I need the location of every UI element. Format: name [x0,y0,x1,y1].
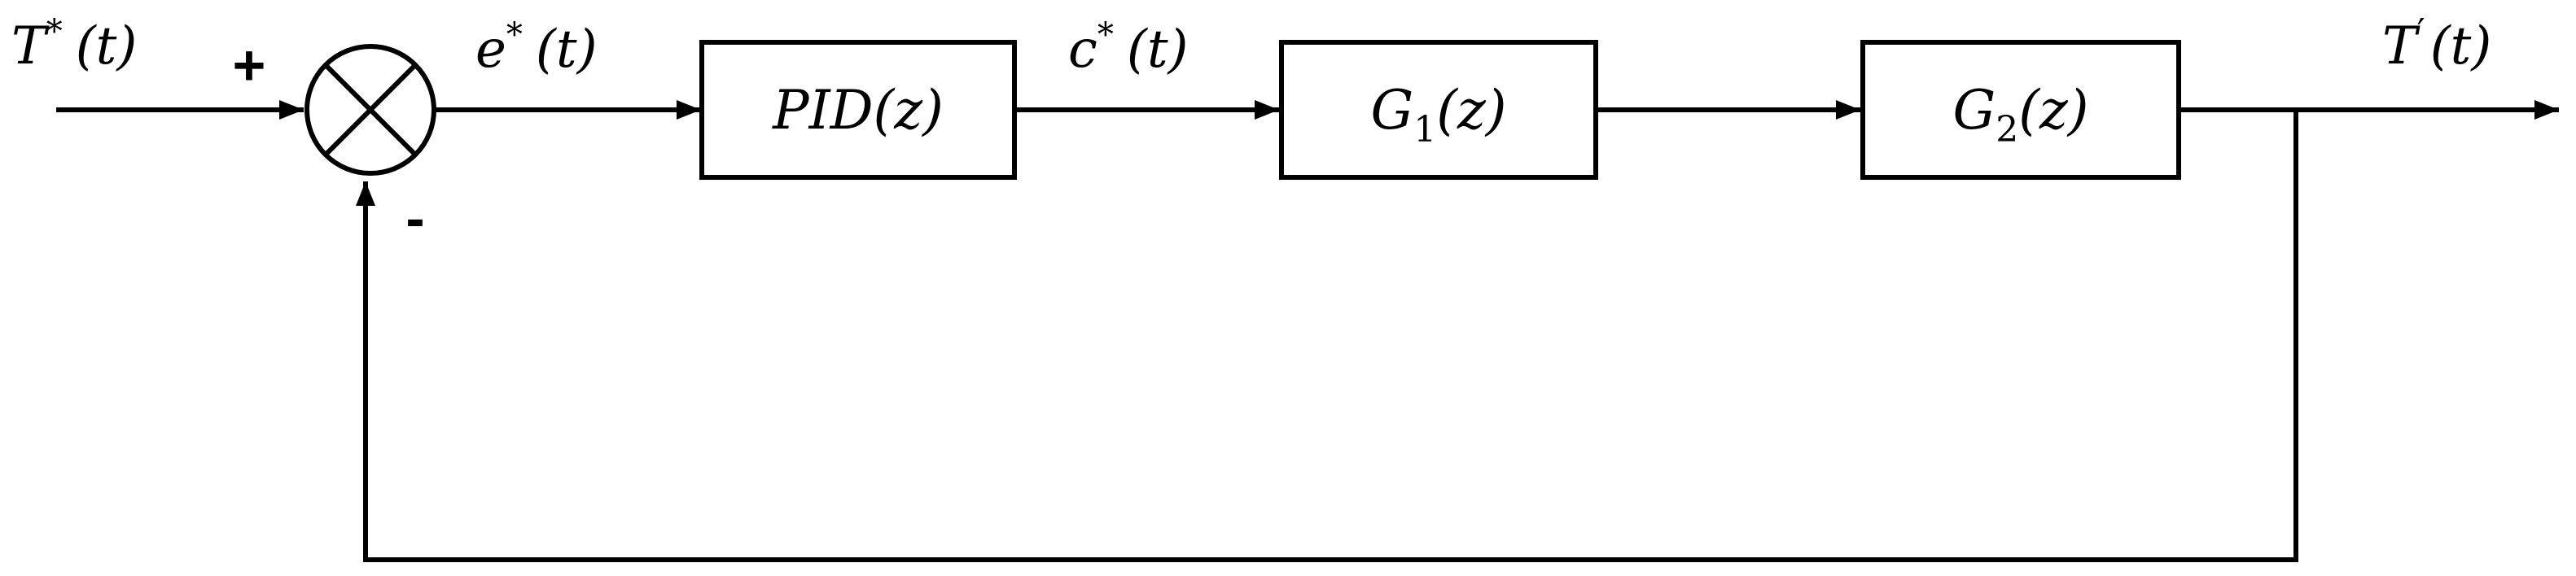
plus-sign: + [233,33,266,97]
g1-block-sub: 1 [1413,109,1436,151]
output-signal-label: T′(t) [2382,11,2491,76]
g1-block-box [1279,40,1598,180]
control-signal-sup: * [1097,16,1114,54]
g1-block: G1(z) [1279,40,1598,180]
control-signal-base: c [1068,20,1097,80]
summing-junction-cross-b [323,63,418,157]
input-signal-sup: * [46,13,63,50]
g2-block-box [1860,40,2181,180]
output-signal-sup: ′ [2417,11,2425,53]
g1-block-base: G [1370,79,1413,142]
output-signal-arg: (t) [2430,16,2492,76]
input-signal-label: T* (t) [11,13,137,76]
input-signal-arg: (t) [76,16,138,76]
error-signal-base: e [475,20,506,80]
feedback-path [356,107,2298,562]
summing-junction [304,44,436,176]
input-signal-base: T [11,16,50,76]
control-signal-arg: (t) [1127,20,1189,80]
error-signal-sup: * [506,16,523,54]
output-signal-base: T [2382,16,2420,76]
g2-block-arg: (z) [2018,79,2088,142]
g2-block-label: G2(z) [1952,79,2088,151]
minus-sign: - [405,186,424,250]
g1-block-label: G1(z) [1370,79,1506,151]
g1-block-arg: (z) [1436,79,1506,142]
pid-block: PID(z) [699,40,1017,180]
control-signal-label: c* (t) [1068,16,1189,80]
pid-block-box [699,40,1017,180]
error-signal-arg: (t) [536,20,598,80]
g2-block-base: G [1952,79,1996,142]
g2-block: G2(z) [1860,40,2181,180]
error-signal-label: e* (t) [475,16,598,80]
g2-block-sub: 2 [1996,109,2018,151]
pid-block-label: PID(z) [772,79,944,142]
